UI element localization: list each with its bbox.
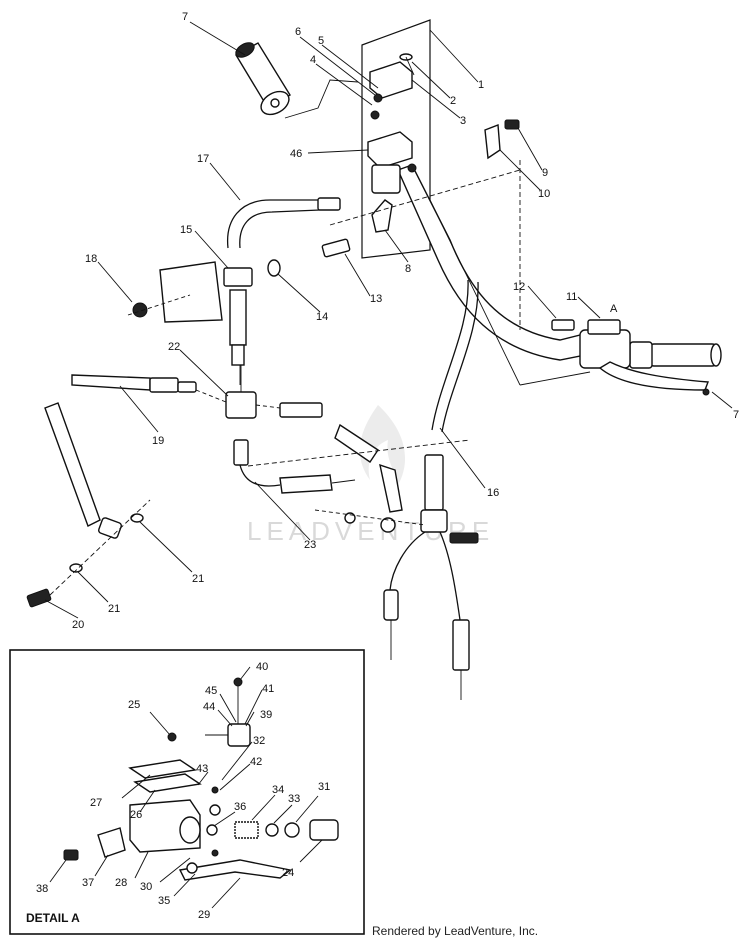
callout-19: 19: [152, 435, 164, 447]
callout-11: 11: [566, 291, 577, 303]
callout-38: 38: [36, 883, 48, 895]
callout-7: 7: [182, 11, 188, 23]
switch-12: [551, 319, 575, 331]
callout-1: 1: [478, 79, 484, 91]
right-grip: [629, 341, 722, 369]
left-grip: [235, 42, 359, 119]
handlebar: [397, 164, 601, 386]
callout-21b: 21: [108, 603, 120, 615]
callout-25: 25: [128, 699, 140, 711]
callout-30: 30: [140, 881, 152, 893]
callout-33: 33: [288, 793, 300, 805]
callout-8: 8: [405, 263, 411, 275]
detail-title: DETAIL A: [26, 911, 80, 925]
brake-line-17: [226, 197, 341, 249]
callout-28: 28: [115, 877, 127, 889]
dashed-guides: [247, 160, 521, 467]
fasteners-13-14-18: [127, 238, 351, 318]
callout-3: 3: [460, 115, 466, 127]
callout-42: 42: [250, 756, 262, 768]
callout-44: 44: [203, 701, 215, 713]
leader-lines: [44, 21, 733, 909]
callout-7b: 7: [733, 409, 739, 421]
callout-37: 37: [82, 877, 94, 889]
callout-46: 46: [290, 148, 302, 160]
callout-4: 4: [310, 54, 316, 66]
callout-21a: 21: [192, 573, 204, 585]
callout-22: 22: [168, 341, 180, 353]
callout-15: 15: [180, 224, 192, 236]
callout-20: 20: [72, 619, 84, 631]
callout-45: 45: [205, 685, 217, 697]
callout-6: 6: [295, 26, 301, 38]
callout-27: 27: [90, 797, 102, 809]
hose-right: [255, 402, 403, 513]
callout-24: 24: [282, 867, 294, 879]
watermark-text: LEADVENTURE: [247, 516, 494, 546]
callout-17: 17: [197, 153, 209, 165]
hose-19: [71, 374, 227, 403]
callout-41: 41: [262, 683, 274, 695]
tee-block-22: [225, 365, 257, 419]
callout-labels: 7 6 5 4 1 2 3 46 9 10 8 11 A 12 7 17 15 …: [36, 11, 739, 921]
cable-16: [314, 279, 479, 700]
callout-26: 26: [130, 809, 142, 821]
callout-39: 39: [260, 709, 272, 721]
master-cylinder: [579, 319, 710, 396]
callout-43: 43: [196, 763, 208, 775]
callout-40: 40: [256, 661, 268, 673]
line-23: [233, 439, 356, 494]
part-8: [371, 199, 393, 233]
detail-marker-a: A: [610, 303, 618, 315]
callout-31: 31: [318, 781, 330, 793]
callout-16: 16: [487, 487, 499, 499]
callout-34: 34: [272, 784, 284, 796]
callout-35: 35: [158, 895, 170, 907]
callout-12: 12: [513, 281, 525, 293]
callout-9: 9: [542, 167, 548, 179]
detail-a: DETAIL A: [9, 649, 365, 935]
watermark: LEADVENTURE: [247, 405, 494, 546]
callout-2: 2: [450, 95, 456, 107]
callout-10: 10: [538, 188, 550, 200]
callout-5: 5: [318, 35, 324, 47]
callout-23: 23: [304, 539, 316, 551]
hose-21: [26, 402, 151, 608]
screw-2: [399, 53, 415, 76]
mounting-plate: [361, 19, 431, 259]
callout-18: 18: [85, 253, 97, 265]
callout-13: 13: [370, 293, 382, 305]
callout-32: 32: [253, 735, 265, 747]
throttle-housing: [367, 61, 417, 194]
callout-29: 29: [198, 909, 210, 921]
credit-text: Rendered by LeadVenture, Inc.: [372, 924, 539, 938]
bracket-15: [159, 261, 253, 385]
callout-36: 36: [234, 801, 246, 813]
callout-14: 14: [316, 311, 328, 323]
